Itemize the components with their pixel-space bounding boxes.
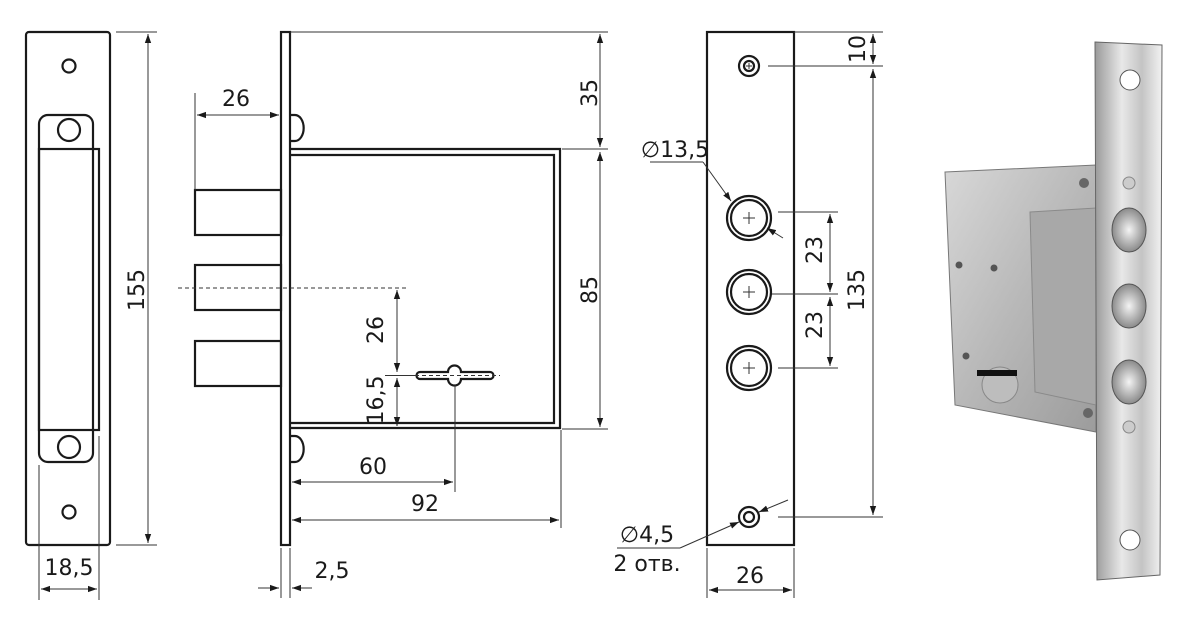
faceplate-front-view: 10 135 23 23 ∅13,5 ∅4,5 2 отв. 26 [613, 30, 883, 598]
lock-case [290, 147, 562, 430]
dim-screw-diameter: ∅4,5 [620, 523, 674, 548]
dim-backset-top: 35 [578, 79, 603, 107]
lock-photo [944, 41, 1163, 581]
bolt-hole-icon [725, 344, 773, 392]
dim-key-to-bolt: 26 [364, 316, 389, 344]
screw-hole-icon [61, 58, 77, 74]
dim-strike-height: 155 [125, 269, 150, 311]
dim-backset: 60 [359, 455, 387, 480]
dim-bolt-diameter: ∅13,5 [641, 138, 709, 163]
dim-faceplate-width: 26 [736, 564, 764, 589]
dim-hole-spacing-2: 23 [803, 311, 828, 339]
dim-case-height: 85 [578, 276, 603, 304]
keyhole-icon [415, 364, 500, 387]
dim-screw-spacing: 135 [845, 269, 870, 311]
stud [290, 434, 305, 464]
keyhole-icon [977, 370, 1017, 376]
dim-key-to-bottom: 16,5 [364, 376, 389, 425]
screw-count-label: 2 отв. [613, 552, 680, 577]
bolt-hole-icon [725, 268, 773, 316]
dim-strike-width: 18,5 [45, 556, 94, 581]
stud [290, 113, 305, 143]
dim-case-depth: 92 [411, 492, 439, 517]
screw-hole-icon [61, 504, 77, 520]
dim-top-offset: 10 [846, 35, 871, 63]
strike-box [37, 147, 101, 432]
faceplate [705, 30, 796, 547]
dim-hole-spacing-1: 23 [803, 236, 828, 264]
bolt [193, 188, 283, 237]
strike-plate [24, 30, 112, 547]
dim-bolt-projection: 26 [222, 87, 250, 112]
strike-plate-view: 155 18,5 [24, 30, 157, 600]
screw-hole-icon [56, 434, 82, 460]
bolt-hole-icon [725, 194, 773, 242]
lock-side-view: 26 26 16,5 60 92 35 85 2,5 [178, 30, 608, 598]
bolt [193, 339, 283, 388]
strike-slot [37, 113, 95, 464]
dim-faceplate-thickness: 2,5 [315, 559, 350, 584]
screw-hole-icon [56, 117, 82, 143]
